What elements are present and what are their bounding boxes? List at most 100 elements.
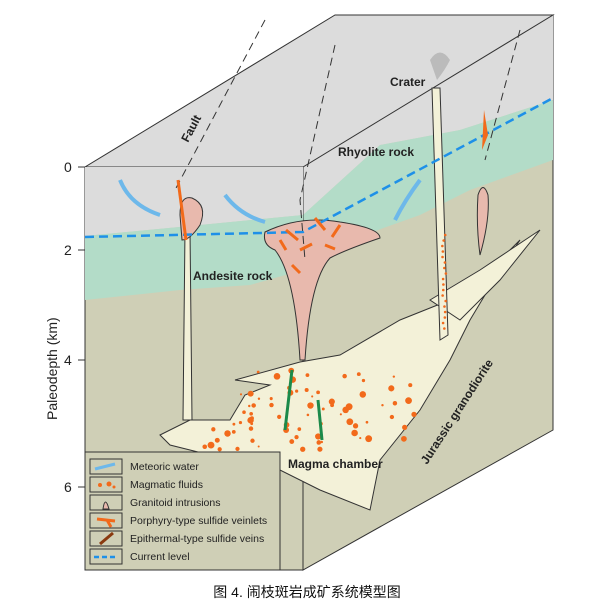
fluid-dot [441,244,444,248]
legend-label: Meteoric water [130,461,199,473]
fluid-dot [342,373,347,379]
current-level-line [84,96,554,239]
fluid-dot [352,423,359,429]
andesite-label: Andesite rock [193,269,273,283]
legend: Meteoric water Magmatic fluids Granitoid… [89,458,267,565]
fluid-dot [345,403,353,411]
fluid-dot [441,288,445,292]
fluid-dot [232,422,236,426]
porphyry-veinlet-icon [96,517,116,528]
fluid-dot [402,424,408,430]
fluid-dot [346,418,354,426]
fluid-dot [405,397,412,404]
fluid-dot [251,403,256,408]
fluid-dot [401,435,407,442]
fluid-dot [214,437,220,443]
fluid-dot [443,327,446,330]
porphyry-veinlets [176,179,342,275]
fluid-dot [224,430,231,437]
tick-6: 6 [64,479,72,495]
fluid-dot [443,310,447,314]
fluid-dot [441,255,444,259]
fluid-dot [381,404,384,407]
fluid-dot [306,413,310,417]
fluid-dot [389,414,395,420]
fluid-dot [202,444,208,450]
fluid-dot [317,446,323,452]
fault-line-mid [299,44,336,261]
granitoid-intrusion-icon [102,501,110,510]
fluid-dot [231,429,236,434]
magma-label: Magma chamber [288,457,383,471]
right-intrusion [476,187,489,256]
fluid-dot [247,390,254,397]
fluid-dot [207,441,215,449]
fluid-dot [320,440,323,444]
tick-2: 2 [64,242,72,258]
fluid-dot [359,437,362,440]
legend-label: Granitoid intrusions [130,497,220,509]
fluid-dot [305,373,310,378]
fluid-dot [300,446,306,452]
fluid-dot [365,435,373,443]
fluid-dot [321,407,325,411]
meteoric-water-arrow-icon [94,462,116,471]
fluid-dot [443,233,447,237]
left-dike [182,229,193,421]
crater-label: Crater [390,75,426,89]
fluid-dot [408,383,413,388]
fluid-dot [441,294,444,297]
fluid-dot [443,316,447,319]
fluid-dot [442,239,445,242]
fluid-dot [295,389,299,393]
fluid-dot [359,391,367,398]
fluid-dot [235,446,240,451]
tick-0: 0 [64,159,72,175]
fluid-dot [316,390,320,395]
fluid-dot [339,413,342,416]
fluid-dot [289,439,295,444]
epithermal-vein [482,110,488,150]
fluid-dot [388,385,395,392]
legend-label: Epithermal-type sulfide veins [130,533,264,545]
crater-smoke-icon [430,52,450,80]
central-intrusion [264,219,381,361]
fluid-dot [217,447,222,452]
fluid-dot [365,420,369,424]
fluid-dot [311,395,314,398]
epithermal-vein-icon [99,531,114,546]
figure-caption: 图 4. 闹枝斑岩成矿系统模型图 [213,584,401,600]
rhyolite-label: Rhyolite rock [338,145,414,159]
fluid-dot [443,261,447,264]
fluid-dot [294,434,299,440]
fluid-dot [443,266,446,270]
fluid-dot [256,370,260,374]
fluid-dot [257,445,260,448]
fluid-dot [249,411,253,416]
front-andesite [85,215,303,300]
y-axis-label: Paleodepth (km) [44,317,60,420]
magmatic-fluid-dots [202,233,448,452]
fluid-dot [392,401,398,406]
fluid-dot [307,402,314,409]
legend-box [84,451,281,571]
fluid-dot [441,277,445,281]
meteoric-water-arrows [118,178,422,224]
fluid-dot [257,397,261,400]
fluid-dot [239,393,243,396]
fluid-dot [273,373,281,380]
ascending-fluid-arrow [283,369,294,431]
fluid-dot [269,397,273,401]
fluid-dot [211,427,216,432]
fluid-dot [444,272,448,275]
fluid-dot [444,299,447,303]
fluid-dot [250,438,255,443]
fluid-dot [247,417,254,424]
fault-line-right [484,29,521,161]
fluid-dot [443,305,446,308]
legend-label: Magmatic fluids [130,479,203,491]
right-rhyolite [303,15,553,215]
crater-conduit [431,87,449,341]
